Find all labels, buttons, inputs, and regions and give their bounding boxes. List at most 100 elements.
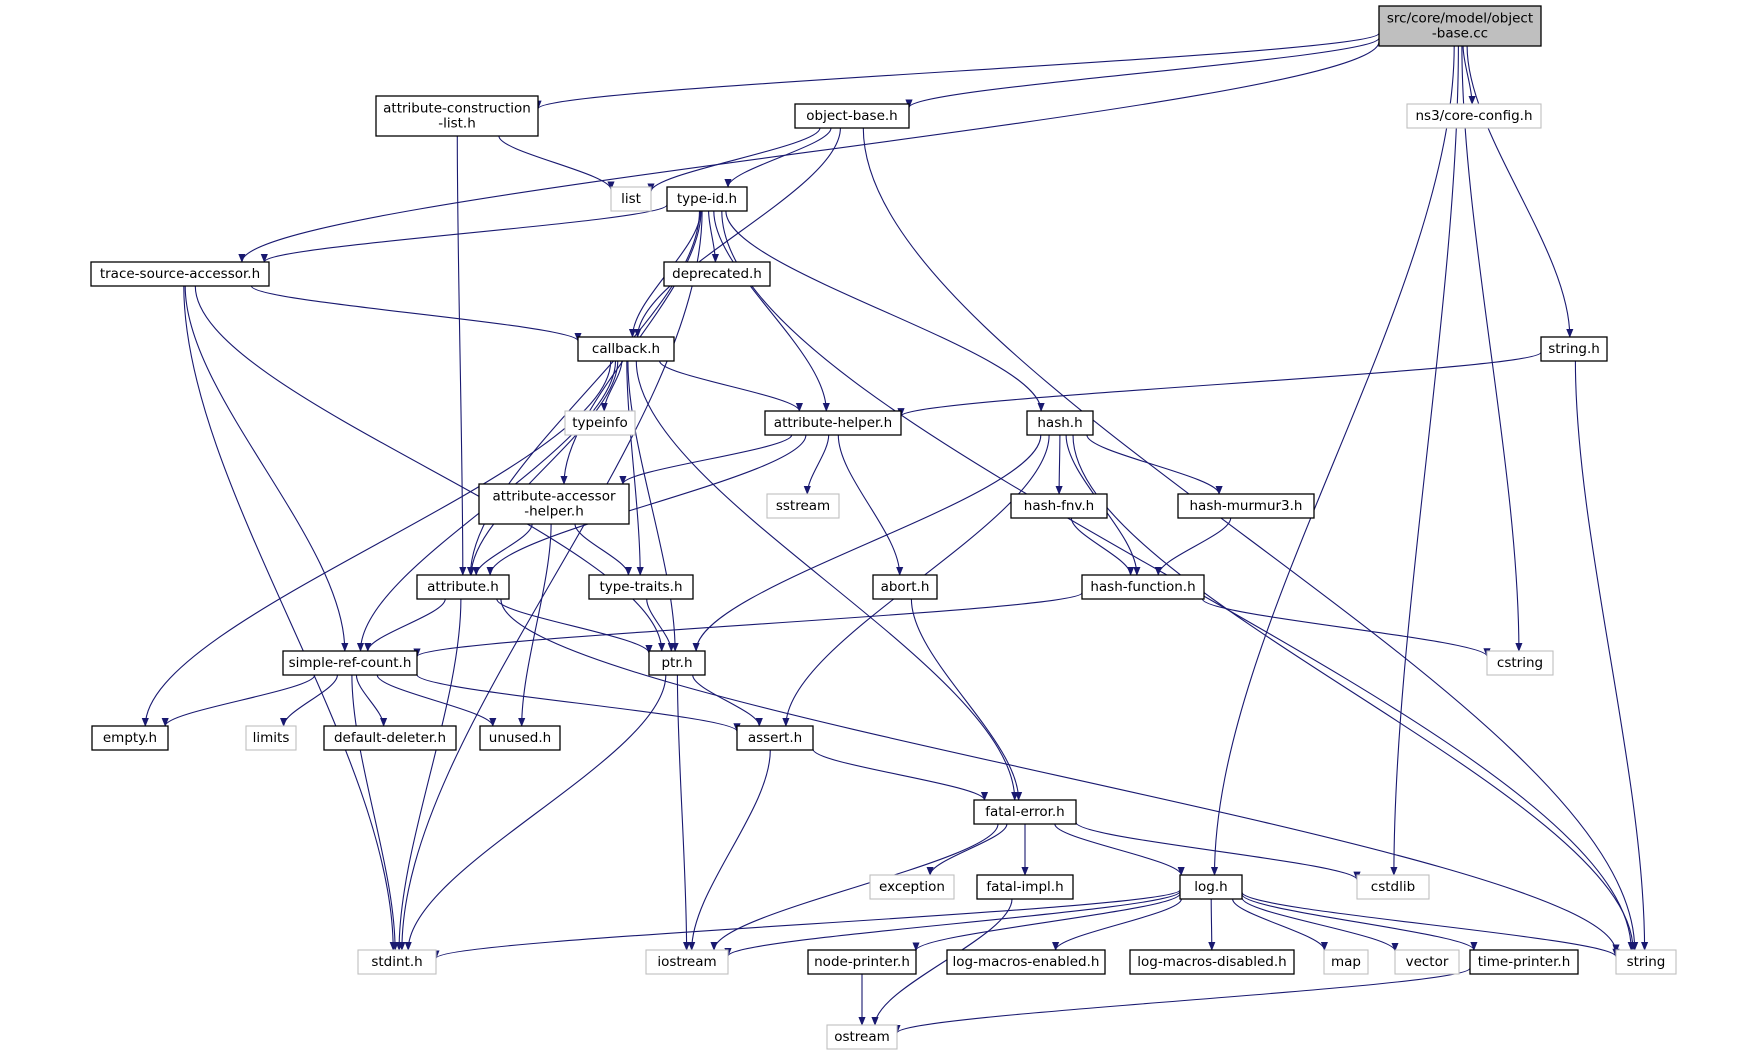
node-aah[interactable]: attribute-accessor-helper.h	[478, 483, 630, 525]
node-log[interactable]: log.h	[1179, 874, 1243, 900]
node-nodeprinter[interactable]: node-printer.h	[807, 949, 917, 975]
node-fatalimpl[interactable]: fatal-impl.h	[976, 874, 1074, 900]
edge-attribute-to-ptr	[496, 598, 653, 654]
node-vector-box	[1394, 949, 1460, 975]
node-lmd-box	[1129, 949, 1295, 975]
node-deprecated-box	[663, 261, 771, 287]
edge-attrhelper-to-aah	[619, 434, 793, 485]
node-sstream-box	[766, 493, 840, 519]
node-nodeprinter-label: node-printer.h	[814, 954, 910, 970]
edge-attrhelper-to-sstream	[803, 434, 830, 495]
node-map-box	[1323, 949, 1369, 975]
node-fatalimpl-box	[976, 874, 1074, 900]
node-root-box	[1378, 5, 1542, 47]
edge-timeprinter-to-ostream	[893, 967, 1471, 1034]
node-typeid-box	[666, 186, 748, 212]
node-assert-label: assert.h	[748, 730, 802, 746]
node-deprecated[interactable]: deprecated.h	[663, 261, 771, 287]
node-fatalerror-box	[973, 799, 1077, 825]
node-hashmurmur[interactable]: hash-murmur3.h	[1177, 493, 1315, 519]
node-assert[interactable]: assert.h	[736, 725, 814, 751]
node-list-label: list	[621, 191, 641, 207]
node-abort[interactable]: abort.h	[872, 574, 938, 600]
node-callback-label: callback.h	[592, 341, 660, 357]
node-acl-label: attribute-construction	[383, 101, 531, 117]
edge-tsa-to-src	[184, 285, 349, 652]
node-root[interactable]: src/core/model/object-base.cc	[1378, 5, 1542, 47]
node-hashfunc-box	[1081, 574, 1205, 600]
node-attribute[interactable]: attribute.h	[416, 574, 510, 600]
node-assert-box	[736, 725, 814, 751]
edge-objbase-to-typeid	[724, 127, 832, 188]
node-cstring: cstring	[1486, 650, 1554, 676]
node-typetraits[interactable]: type-traits.h	[588, 574, 694, 600]
node-tsa[interactable]: trace-source-accessor.h	[90, 261, 270, 287]
node-root-label: src/core/model/object	[1387, 11, 1533, 27]
node-callback[interactable]: callback.h	[577, 336, 675, 362]
edge-fatalerror-to-exception	[926, 823, 1008, 876]
node-fatalerror[interactable]: fatal-error.h	[973, 799, 1077, 825]
edge-attrhelper-to-attribute	[486, 434, 807, 576]
edge-acl-to-list	[498, 135, 615, 191]
node-map-label: map	[1331, 954, 1361, 970]
node-sstream: sstream	[766, 493, 840, 519]
node-hash[interactable]: hash.h	[1026, 410, 1094, 436]
dependency-edges	[141, 32, 1649, 1034]
node-objbase[interactable]: object-base.h	[794, 103, 910, 129]
node-ptr[interactable]: ptr.h	[648, 650, 706, 676]
node-hashmurmur-box	[1177, 493, 1315, 519]
edge-hashmurmur-to-hashfunc	[1154, 517, 1232, 576]
edge-callback-to-attrhelper	[659, 360, 803, 412]
node-attrhelper-box	[764, 410, 902, 436]
node-lmd[interactable]: log-macros-disabled.h	[1129, 949, 1295, 975]
edge-callback-to-fatalerror	[635, 360, 1019, 801]
node-exception-box	[869, 874, 955, 900]
edge-hash-to-hashmurmur	[1086, 434, 1223, 495]
node-stringh[interactable]: string.h	[1540, 336, 1608, 362]
edge-ptr-to-assert	[692, 674, 763, 727]
edge-src-to-assert	[416, 674, 741, 733]
node-abort-box	[872, 574, 938, 600]
node-timeprinter[interactable]: time-printer.h	[1469, 949, 1579, 975]
node-cstdlib-box	[1356, 874, 1430, 900]
edge-hash-to-string	[1072, 434, 1637, 951]
node-empty[interactable]: empty.h	[91, 725, 169, 751]
edge-log-to-string	[1241, 891, 1620, 958]
node-hashfunc[interactable]: hash-function.h	[1081, 574, 1205, 600]
node-hashfnv[interactable]: hash-fnv.h	[1010, 493, 1108, 519]
edge-ptr-to-stdint	[404, 674, 667, 951]
node-stringh-label: string.h	[1548, 341, 1600, 357]
node-stdint: stdint.h	[357, 949, 437, 975]
node-acl[interactable]: attribute-construction-list.h	[375, 95, 539, 137]
node-ostream-label: ostream	[834, 1029, 890, 1045]
node-sstream-label: sstream	[776, 498, 830, 514]
edge-src-to-defdel	[355, 674, 388, 727]
node-src[interactable]: simple-ref-count.h	[282, 650, 418, 676]
node-log-box	[1179, 874, 1243, 900]
edge-hashfunc-to-cstring	[1201, 598, 1491, 658]
node-lme[interactable]: log-macros-enabled.h	[946, 949, 1106, 975]
node-objbase-label: object-base.h	[806, 108, 898, 124]
node-attribute-box	[416, 574, 510, 600]
edge-callback-to-attribute	[467, 360, 619, 576]
node-attrhelper[interactable]: attribute-helper.h	[764, 410, 902, 436]
node-list: list	[610, 186, 652, 212]
node-log-label: log.h	[1194, 879, 1227, 895]
node-defdel-box	[323, 725, 457, 751]
edge-log-to-lme	[1052, 898, 1182, 951]
node-typeid[interactable]: type-id.h	[666, 186, 748, 212]
node-objbase-box	[794, 103, 910, 129]
edge-log-to-map	[1232, 898, 1328, 951]
edge-root-to-acl	[534, 32, 1380, 110]
node-unused[interactable]: unused.h	[479, 725, 561, 751]
node-iostream-box	[645, 949, 729, 975]
edge-root-to-stringh	[1466, 45, 1574, 338]
node-typetraits-box	[588, 574, 694, 600]
edge-attribute-to-stdint	[395, 598, 462, 951]
node-tsa-label: trace-source-accessor.h	[100, 266, 260, 282]
edge-hash-to-ptr	[692, 434, 1042, 652]
node-defdel[interactable]: default-deleter.h	[323, 725, 457, 751]
edge-aah-to-unused	[518, 523, 552, 727]
edge-aah-to-typetraits	[574, 523, 632, 576]
node-ostream: ostream	[826, 1024, 898, 1050]
